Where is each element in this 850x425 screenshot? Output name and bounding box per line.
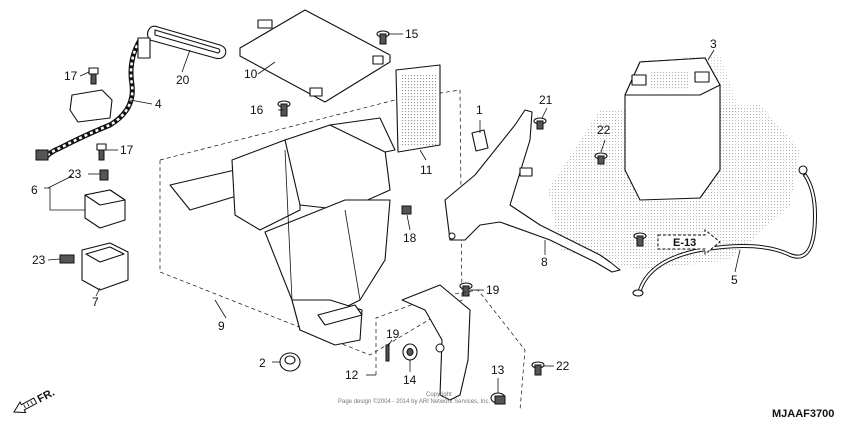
callout-13: 13 [491,363,505,377]
callout-23b: 23 [32,253,46,267]
callout-2: 2 [259,356,266,370]
callout-22b: 22 [597,123,611,137]
callout-1: 1 [476,103,483,117]
callout-4: 4 [155,97,162,111]
part-4-harness [35,37,151,161]
callout-19b: 22 [556,359,570,373]
part-8-bracket [444,109,621,273]
callout-21: 19 [386,327,400,341]
part-3-battery [624,57,721,201]
part-21-pin [385,344,390,362]
watermark-line-2: Page design ©2004 - 2014 by ARI Network … [338,398,491,405]
callout-17b: 17 [120,143,134,157]
callout-19a: 19 [486,283,500,297]
part-20-band [146,25,227,60]
part-19-bolt-lower [531,361,545,376]
part-22-bolt-lower [594,152,608,165]
callout-3: 3 [710,37,717,51]
callout-15: 15 [405,27,419,41]
part-18-clip [401,205,412,215]
part-16-bolt [277,100,291,117]
callout-9: 9 [218,319,225,333]
callout-labels: 15 20 10 17 4 17 23 6 23 7 16 11 1 21 22… [31,27,834,420]
part-9-battery-box [169,117,396,346]
reference-label: E-13 [673,237,696,249]
part-1-fuse [471,129,489,152]
callout-18: 18 [403,231,417,245]
part-22-bolt-upper [533,117,547,130]
part-10-tray [239,9,391,103]
diagram-code: MJAAF3700 [772,408,834,420]
part-12-cover [401,284,471,401]
front-direction-arrow-icon: FR. [13,387,57,414]
part-5-cable [632,165,818,297]
part-6-relay [84,169,126,229]
part-11-pad [395,64,441,153]
frame-9 [159,89,463,356]
part-14-grommet [402,343,418,361]
leader-lines [44,33,741,393]
callout-7: 7 [92,295,99,309]
callout-6: 6 [31,183,38,197]
callout-8: 8 [541,255,548,269]
watermark-line-1: Copyright [426,392,452,398]
callout-20: 20 [176,73,190,87]
callout-5: 5 [731,273,738,287]
part-17-bolt-mid [96,143,107,161]
front-label: FR. [35,387,56,406]
callout-12: 12 [345,368,359,382]
callout-11: 11 [420,163,433,177]
part-13-nut [490,392,506,405]
part-17-bolt-top [88,67,99,85]
callout-16: 16 [250,103,264,117]
part-2-grommet [279,352,301,372]
part-15-bolt [376,30,390,45]
reference-arrow-icon [657,228,721,256]
callout-23a: 23 [68,167,82,181]
part-19-bolt-upper [459,282,473,297]
part-19-bolt-cable [633,232,647,247]
part-7-cover [59,242,129,291]
callout-10: 10 [244,67,258,81]
callout-17a: 17 [64,69,78,83]
callout-14: 14 [403,373,417,387]
callout-22a: 21 [539,93,553,107]
